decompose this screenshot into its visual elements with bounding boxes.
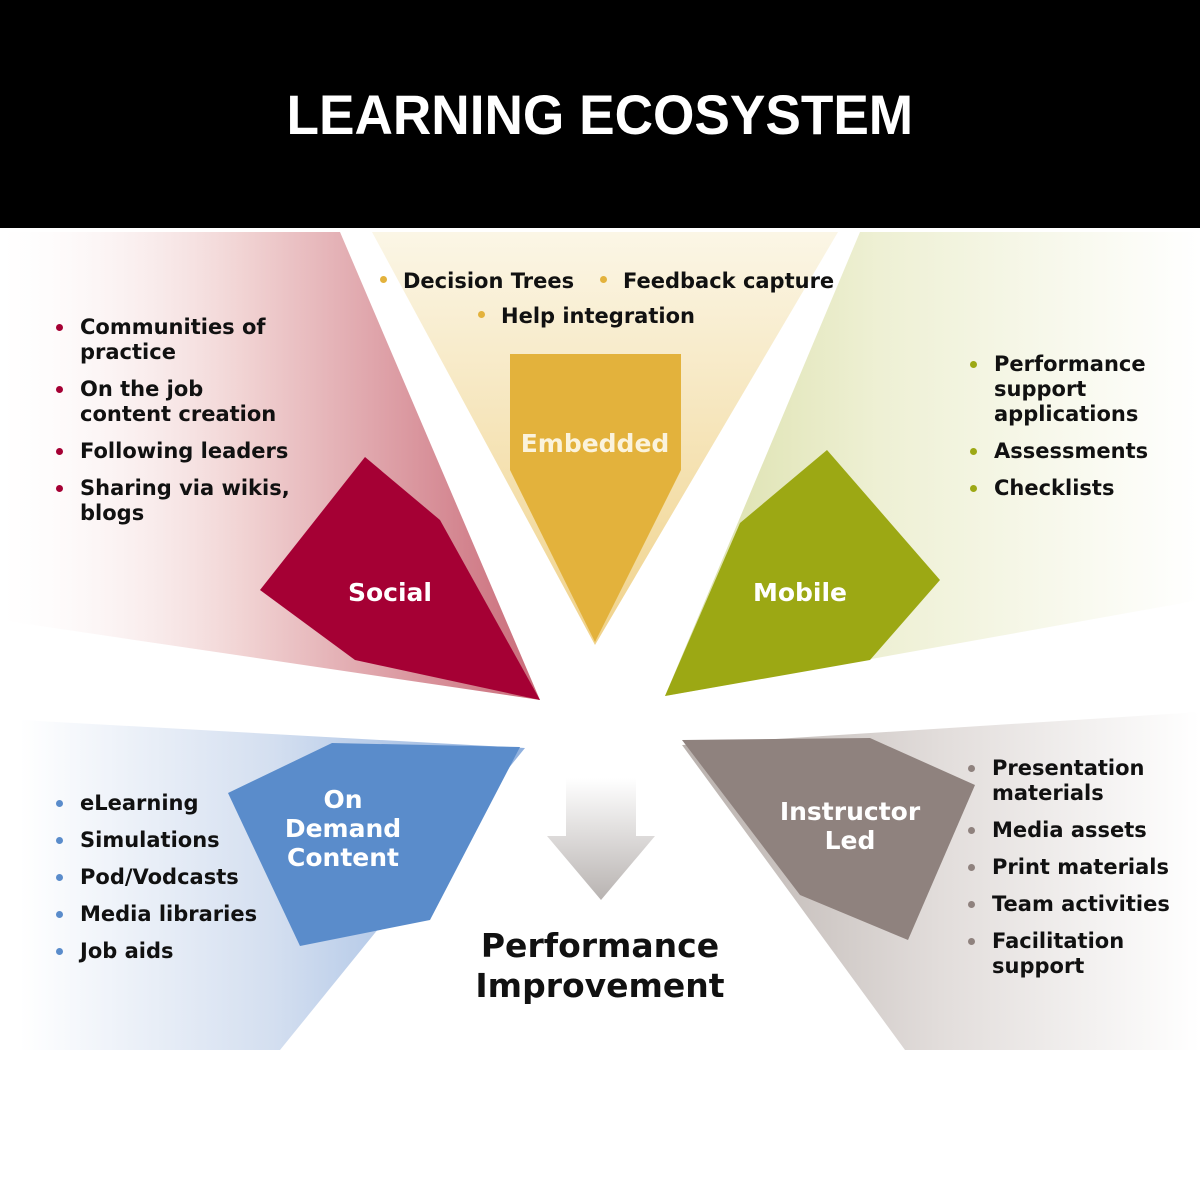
instructor-led-label-line: Instructor (779, 797, 921, 826)
bullet-icon (970, 361, 977, 368)
bullet-icon (968, 765, 975, 772)
instructor-led-label: Instructor Led (770, 797, 930, 855)
embedded-shape (510, 354, 681, 642)
list-item: Media libraries (56, 902, 286, 927)
list-item: Print materials (968, 855, 1188, 880)
list-item: Communities of practice (56, 315, 296, 365)
list-item: Pod/Vodcasts (56, 865, 286, 890)
list-item: Job aids (56, 939, 286, 964)
bullet-icon (478, 310, 485, 318)
instructor-led-label-line: Led (824, 826, 876, 855)
list-item: Media assets (968, 818, 1188, 843)
bullet-icon (970, 448, 977, 455)
list-item: Checklists (970, 476, 1160, 501)
bullet-icon (968, 938, 975, 945)
social-items-list: Communities of practice On the job conte… (56, 315, 296, 538)
bullet-icon (56, 800, 63, 807)
bullet-icon (968, 827, 975, 834)
bullet-icon (56, 837, 63, 844)
performance-improvement-text: Performance Improvement (440, 926, 760, 1006)
bullet-icon (56, 386, 63, 393)
on-demand-label-line: On (323, 785, 363, 814)
on-demand-shape (228, 743, 520, 946)
list-item: Facilitation support (968, 929, 1188, 979)
result-line: Performance (480, 926, 720, 965)
page-title: LEARNING ECOSYSTEM (286, 82, 914, 146)
list-item: Presentation materials (968, 756, 1188, 806)
bullet-icon (56, 948, 63, 955)
list-item: On the job content creation (56, 377, 296, 427)
result-line: Improvement (475, 966, 725, 1005)
list-item: Decision Trees (380, 269, 574, 293)
on-demand-label-line: Content (287, 843, 399, 872)
list-item: Performance support applications (970, 352, 1160, 427)
bullet-icon (968, 901, 975, 908)
social-shape (260, 457, 540, 700)
list-item: Help integration (478, 304, 695, 328)
list-item: eLearning (56, 791, 286, 816)
on-demand-items-list: eLearning Simulations Pod/Vodcasts Media… (56, 791, 286, 976)
mobile-shape (665, 450, 940, 696)
mobile-label: Mobile (752, 578, 848, 607)
bullet-icon (56, 911, 63, 918)
on-demand-label-line: Demand (284, 814, 402, 843)
list-item: Sharing via wikis, blogs (56, 476, 296, 526)
bullet-icon (380, 275, 387, 283)
list-item: Feedback capture (600, 269, 834, 293)
on-demand-label: On Demand Content (268, 785, 418, 872)
bullet-icon (56, 324, 63, 331)
list-item: Assessments (970, 439, 1160, 464)
list-item: Team activities (968, 892, 1188, 917)
social-label: Social (347, 578, 432, 607)
bullet-icon (56, 485, 63, 492)
bullet-icon (56, 448, 63, 455)
list-item: Following leaders (56, 439, 296, 464)
list-item: Simulations (56, 828, 286, 853)
bullet-icon (970, 485, 977, 492)
mobile-items-list: Performance support applications Assessm… (970, 352, 1160, 513)
embedded-label: Embedded (520, 429, 670, 458)
header-banner: LEARNING ECOSYSTEM (0, 0, 1200, 228)
ecosystem-diagram (0, 232, 1200, 1050)
bullet-icon (968, 864, 975, 871)
bullet-icon (600, 275, 607, 283)
bullet-icon (56, 874, 63, 881)
down-arrow-icon (547, 778, 655, 900)
instructor-led-items-list: Presentation materials Media assets Prin… (968, 756, 1188, 991)
instructor-led-shape (682, 738, 975, 940)
